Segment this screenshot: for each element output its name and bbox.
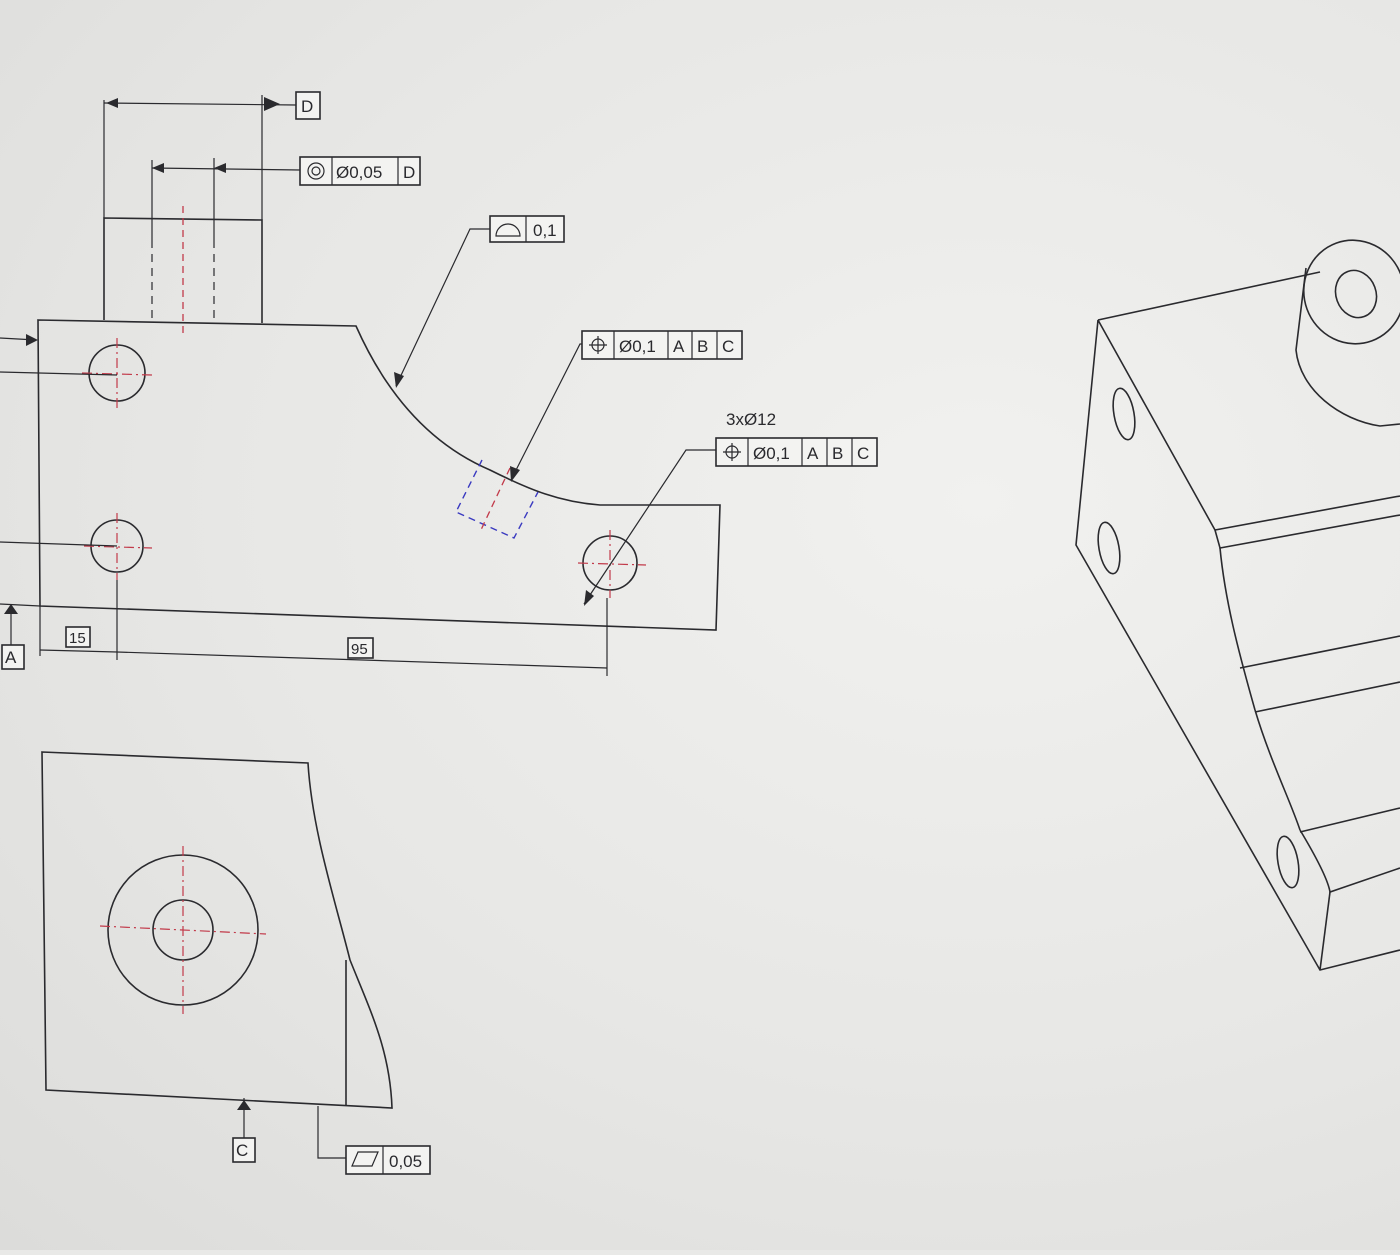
main-body-outline [37,319,721,631]
flatness-icon [351,1151,379,1167]
datum-a-box [1,644,25,670]
hole-lower-left-centerline-h [83,545,153,549]
fcf-position-1-datum-b: B [697,337,708,356]
leader-profile [395,228,490,387]
fcf-position-2-datum-a: A [807,444,819,463]
dim-95-box [347,637,374,659]
fcf-position-2-datum-b: B [832,444,843,463]
arrow-bore-right [214,163,226,173]
fcf-position-2-datum-c: C [857,444,869,463]
fcf-concentricity-tolerance: Ø0,05 [336,163,382,182]
leader-position-1 [511,343,582,479]
iso-front-edge [1097,319,1400,531]
hole-right-centerline-h [577,562,647,566]
dim-line-15 [39,649,118,653]
dim-line-95 [116,651,608,669]
iso-boss-top [1302,239,1400,345]
iso-left-outline [1075,319,1400,971]
datum-d-group: D Ø0,05 D [103,91,421,240]
iso-curve-edge [1219,547,1256,711]
fcf-position-1-datum-c: C [722,337,734,356]
datum-a-label: A [5,648,17,667]
iso-curve-lower [1254,709,1301,831]
datum-a-triangle [4,604,18,614]
iso-ridge-3 [1299,807,1400,833]
iso-hole-2 [1097,521,1121,575]
arrow-bore-left [152,163,164,173]
angled-hole-hidden [455,459,539,539]
profile-of-surface-icon [495,223,521,237]
leader-position-2 [583,449,716,605]
datum-c-box [232,1137,256,1163]
fcf-concentricity-datum: D [403,163,415,182]
extension-line-hole-2 [0,541,118,547]
dim-95-value: 95 [351,641,368,658]
iso-bottom-edge [1319,891,1331,971]
hole-callout: 3xØ12 [726,410,776,429]
fcf-position-1-datum-a: A [673,337,685,356]
arrow-dim-left [106,98,118,108]
datum-a-extension [0,603,41,607]
datum-c-triangle [237,1100,251,1110]
front-view [0,206,721,631]
iso-hole-3 [1276,835,1300,889]
extension-line-hole-1 [0,371,118,376]
fcf-position-2-group: 3xØ12 Ø0,1 A B C [583,410,878,606]
iso-hole-1 [1112,387,1136,441]
dim-15-box [65,626,91,648]
datum-c-label: C [236,1141,248,1160]
datum-d-label: D [301,97,313,116]
arrow-profile [394,372,404,388]
arrow-datum-d [264,97,280,111]
side-view-outline [41,751,393,1109]
fcf-position-1-group: Ø0,1 A B C [510,330,743,482]
datum-d-box [295,91,321,120]
iso-bottom-step [1299,829,1400,894]
fcf-position-2-tolerance: Ø0,1 [753,444,790,463]
arrow-position-2 [584,590,594,606]
fcf-profile-tolerance: 0,1 [533,221,557,240]
position-icon [723,443,741,461]
concentricity-icon [307,162,325,180]
iso-boss-bore [1334,269,1378,319]
arrow-edge-top [26,334,38,346]
arrow-position-1 [510,466,520,482]
side-view: C 0,05 [41,751,431,1175]
position-icon [589,336,607,354]
dimension-group: 15 95 [39,580,608,676]
iso-ridge-1 [1239,635,1400,669]
fcf-profile-group: 0,1 [394,215,565,388]
leader-flatness [317,1106,346,1159]
iso-boss-side [1295,267,1400,427]
fcf-position-1-tolerance: Ø0,1 [619,337,656,356]
isometric-view [1075,239,1400,971]
fcf-flatness-tolerance: 0,05 [389,1152,422,1171]
fcf-concentricity: Ø0,05 D [299,156,421,186]
datum-a-group: A [0,603,41,670]
iso-ridge-2 [1254,681,1400,713]
dim-15-value: 15 [69,630,86,647]
iso-top-edge [1097,271,1321,321]
iso-step-edge [1214,514,1400,549]
